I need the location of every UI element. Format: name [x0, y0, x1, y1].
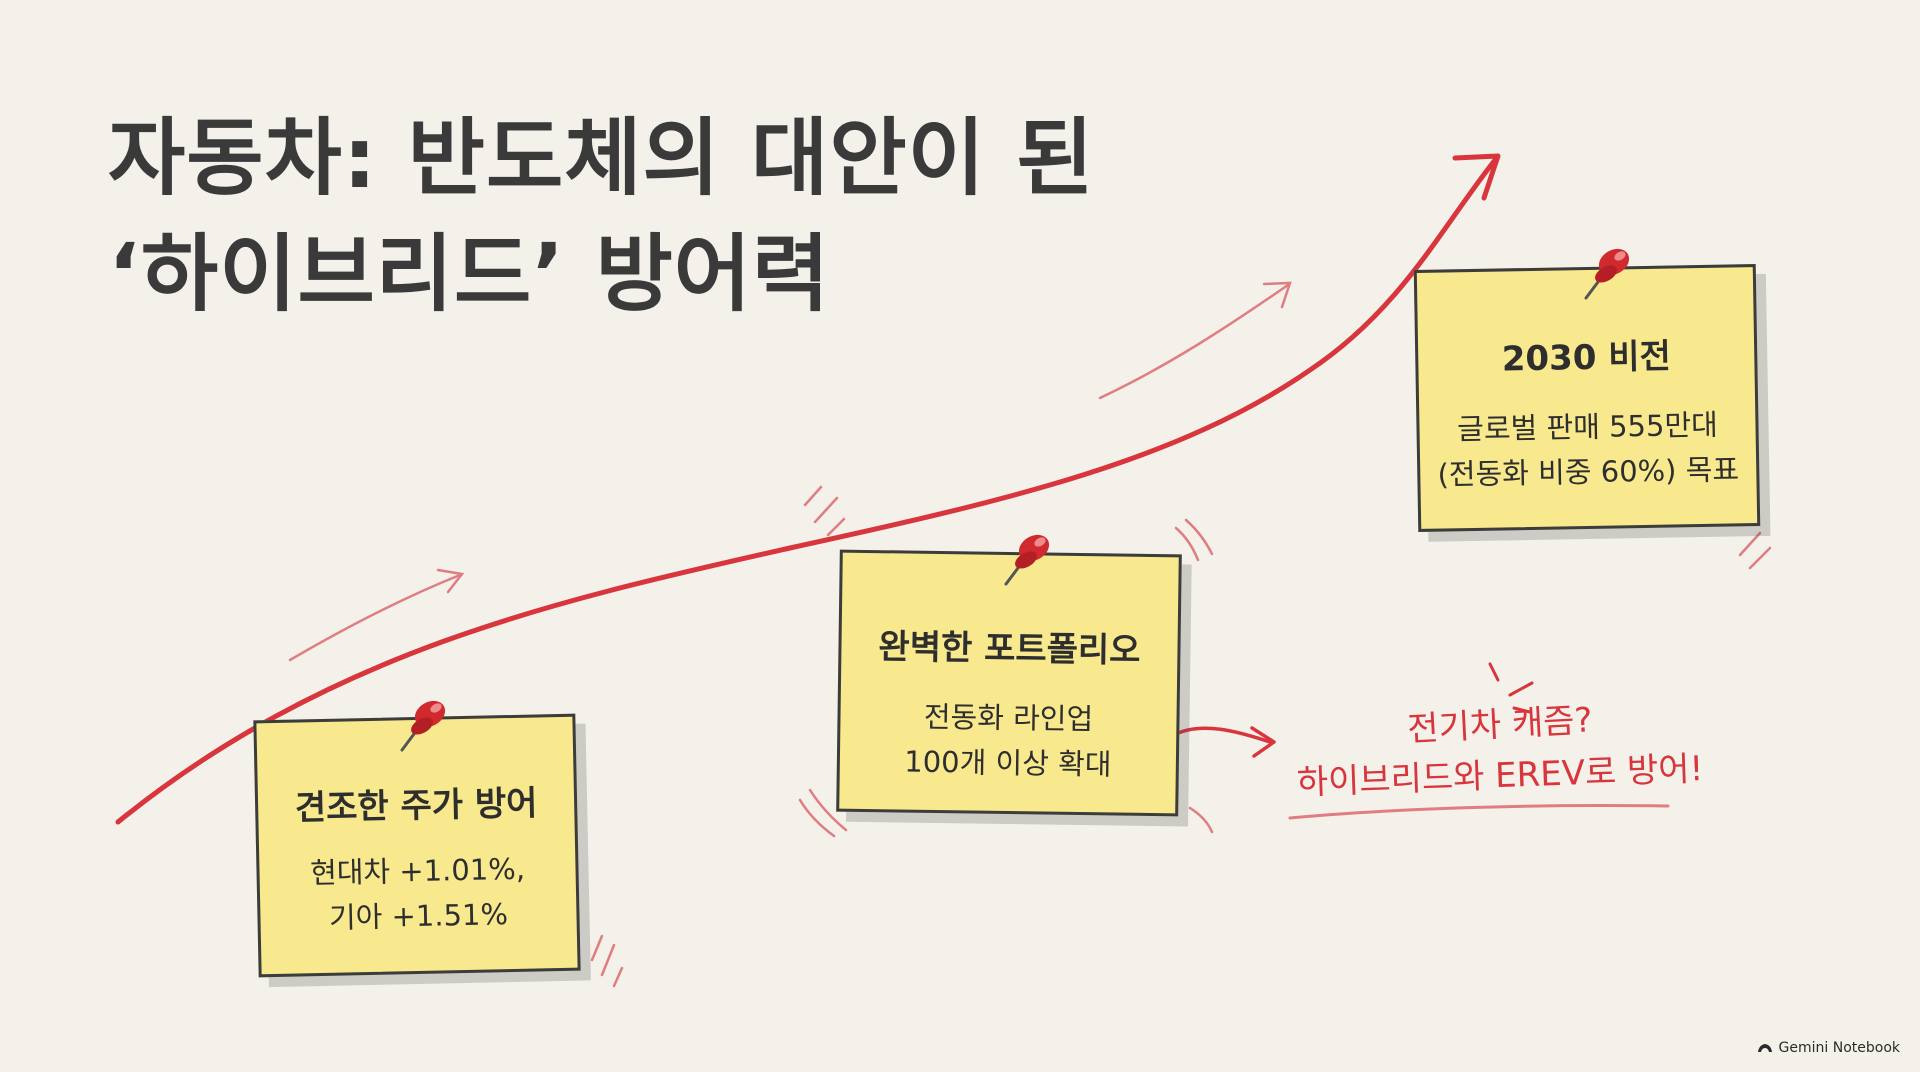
- pushpin-icon: [400, 700, 446, 752]
- title-line-1: 자동차: 반도체의 대안이 된: [108, 109, 1095, 207]
- brand-logo-icon: [1757, 1044, 1772, 1052]
- note-text-line-2: 100개 이상 확대: [904, 744, 1112, 782]
- pushpin-icon: [1004, 534, 1050, 586]
- note-text-line-2: (전동화 비중 60%) 목표: [1437, 452, 1740, 492]
- pushpin-icon: [1584, 248, 1630, 300]
- page-title: 자동차: 반도체의 대안이 된 ‘하이브리드’ 방어력: [108, 100, 1094, 332]
- note-text-line-1: 현대차 +1.01%,: [309, 851, 526, 891]
- note-title: 2030 비전: [1501, 336, 1672, 380]
- ev-chasm-callout: 전기차 캐즘? 하이브리드와 EREV로 방어!: [1270, 700, 1730, 803]
- note-title: 견조한 주가 방어: [294, 783, 538, 829]
- title-line-2: ‘하이브리드’ 방어력: [108, 225, 831, 323]
- brand-label: Gemini Notebook: [1778, 1040, 1900, 1056]
- note-text-line-1: 전동화 라인업: [923, 699, 1094, 737]
- note-text-line-1: 글로벌 판매 555만대: [1456, 407, 1719, 447]
- brand-watermark: Gemini Notebook: [1757, 1040, 1900, 1056]
- note-title: 완벽한 포트폴리오: [878, 627, 1141, 671]
- note-text-line-2: 기아 +1.51%: [328, 897, 509, 935]
- note-2030-vision: 2030 비전 글로벌 판매 555만대 (전동화 비중 60%) 목표: [1413, 264, 1761, 532]
